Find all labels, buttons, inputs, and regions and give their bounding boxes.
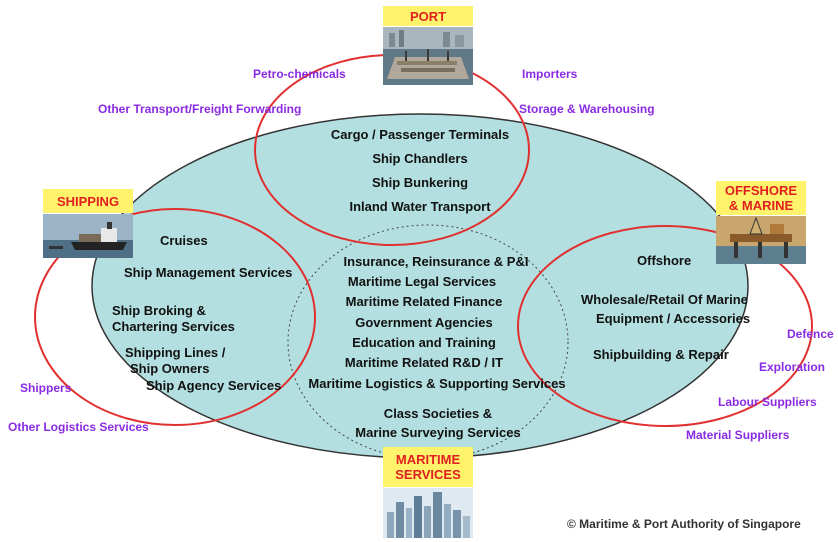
maritime-services-photo (383, 488, 473, 538)
shipping-item-management: Ship Management Services (124, 265, 293, 280)
label-defence: Defence (787, 327, 834, 341)
label-other-transport: Other Transport/Freight Forwarding (98, 102, 302, 116)
services-item-insurance: Insurance, Reinsurance & P&I (343, 254, 529, 269)
offshore-label: OFFSHORE & MARINE (716, 181, 806, 215)
offshore-label-line1: OFFSHORE (724, 183, 798, 198)
label-petro-chemicals: Petro-chemicals (253, 67, 346, 81)
label-storage: Storage & Warehousing (519, 102, 655, 116)
shipping-item-lines-2: Ship Owners (130, 361, 210, 376)
port-photo (383, 27, 473, 85)
offshore-label-line2: & MARINE (728, 198, 794, 213)
port-item-terminals: Cargo / Passenger Terminals (330, 127, 510, 142)
services-item-legal: Maritime Legal Services (347, 274, 497, 289)
offshore-ring (517, 225, 813, 427)
offshore-item-wholesale-1: Wholesale/Retail Of Marine (581, 292, 748, 307)
services-dashed-circle (287, 224, 569, 460)
offshore-item-wholesale-2: Equipment / Accessories (596, 311, 751, 326)
services-item-government: Government Agencies (355, 315, 493, 330)
services-item-finance: Maritime Related Finance (345, 294, 503, 309)
port-item-inland: Inland Water Transport (349, 199, 491, 214)
class-item-societies: Class Societies & (383, 406, 493, 421)
label-labour-suppliers: Labour Suppliers (718, 395, 817, 409)
offshore-photo (716, 216, 806, 264)
label-exploration: Exploration (759, 360, 826, 374)
shipping-ring (34, 208, 316, 426)
port-item-chandlers: Ship Chandlers (372, 151, 468, 166)
port-label: PORT (383, 6, 473, 26)
label-importers: Importers (522, 67, 578, 81)
offshore-item-shipbuilding: Shipbuilding & Repair (593, 347, 729, 362)
label-shippers: Shippers (20, 381, 72, 395)
shipping-label: SHIPPING (43, 189, 133, 213)
shipping-photo (43, 214, 133, 258)
shipping-item-agency: Ship Agency Services (146, 378, 282, 393)
offshore-item-offshore: Offshore (637, 253, 692, 268)
shipping-item-lines-1: Shipping Lines / (125, 345, 226, 360)
label-other-logistics: Other Logistics Services (8, 420, 149, 434)
shipping-item-cruises: Cruises (160, 233, 208, 248)
class-item-surveying: Marine Surveying Services (355, 425, 521, 440)
services-item-education: Education and Training (352, 335, 496, 350)
shipping-item-broking-2: Chartering Services (112, 319, 235, 334)
maritime-services-label: MARITIME SERVICES (383, 447, 473, 487)
label-material-suppliers: Material Suppliers (686, 428, 790, 442)
services-item-rnd: Maritime Related R&D / IT (344, 355, 504, 370)
services-item-logistics: Maritime Logistics & Supporting Services (308, 376, 566, 391)
shipping-item-broking-1: Ship Broking & (112, 303, 206, 318)
maritime-services-label-line2: SERVICES (395, 467, 461, 482)
maritime-services-label-line1: MARITIME (395, 452, 461, 467)
copyright-note: © Maritime & Port Authority of Singapore (567, 517, 801, 531)
port-item-bunkering: Ship Bunkering (371, 175, 469, 190)
